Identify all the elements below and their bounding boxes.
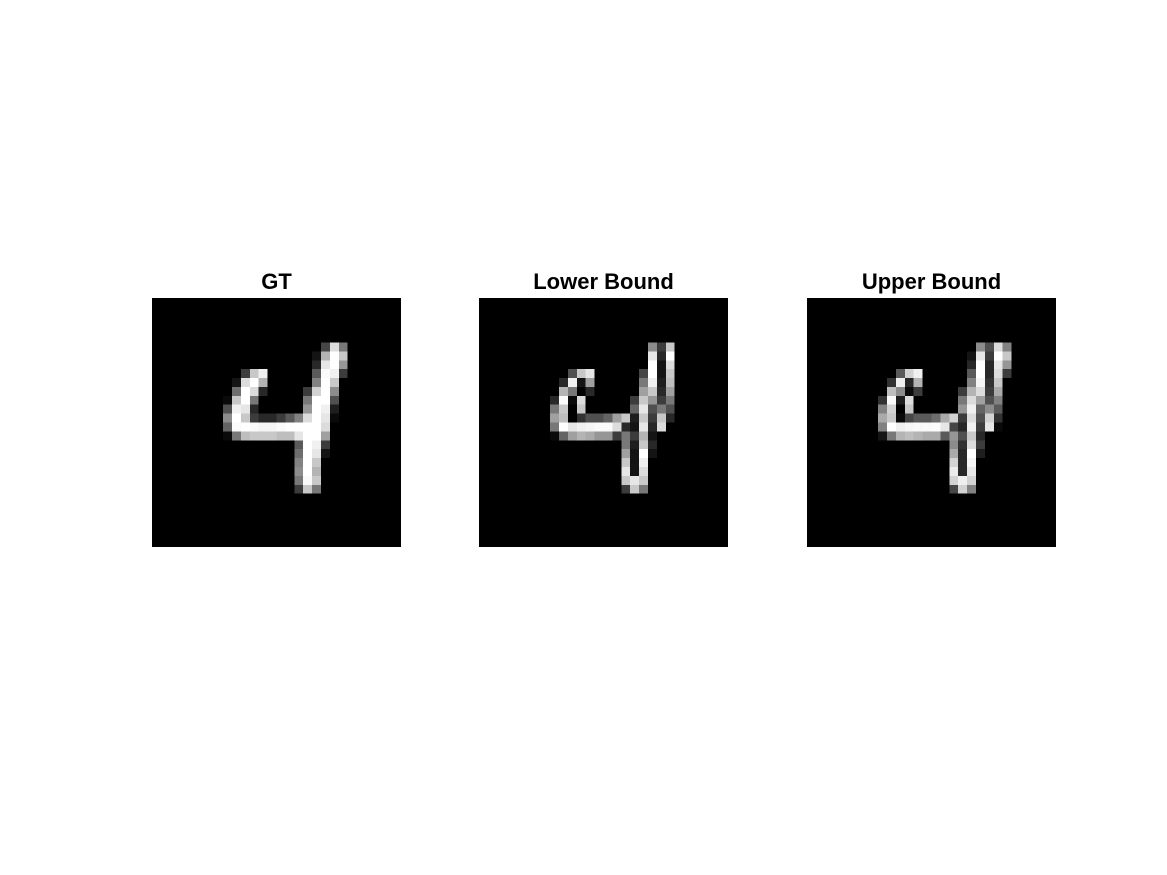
panel-title-gt: GT bbox=[261, 269, 292, 294]
panel-upper-bound: Upper Bound bbox=[807, 266, 1056, 547]
digit-canvas-gt bbox=[152, 298, 401, 547]
panel-title-lower-bound: Lower Bound bbox=[533, 269, 674, 294]
panel-lower-bound: Lower Bound bbox=[479, 266, 728, 547]
panel-gt: GT bbox=[152, 266, 401, 547]
digit-image-gt bbox=[152, 298, 401, 547]
digit-image-lower-bound bbox=[479, 298, 728, 547]
digit-canvas-upper-bound bbox=[807, 298, 1056, 547]
digit-image-upper-bound bbox=[807, 298, 1056, 547]
digit-canvas-lower-bound bbox=[479, 298, 728, 547]
panel-title-upper-bound: Upper Bound bbox=[861, 269, 1002, 294]
